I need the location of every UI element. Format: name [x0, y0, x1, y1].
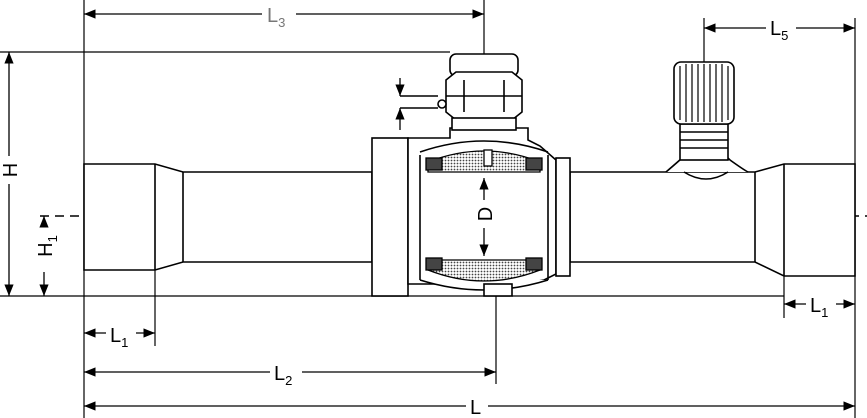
- ball-section: [425, 149, 543, 282]
- label-l5: L5: [770, 18, 788, 43]
- label-l3: L3: [267, 5, 285, 30]
- right-pipe: [569, 163, 856, 277]
- label-l: L: [470, 397, 481, 418]
- service-port-cap: [665, 61, 749, 180]
- label-h: H: [0, 163, 22, 177]
- top-nut: [400, 53, 523, 131]
- label-l2: L2: [274, 363, 292, 388]
- left-pipe: [83, 163, 373, 271]
- dimension-lines: [4, 9, 855, 411]
- label-d: D: [475, 207, 497, 221]
- label-h1: H1: [35, 235, 60, 257]
- label-l1-right: L1: [810, 295, 828, 320]
- label-l1-left: L1: [110, 325, 128, 350]
